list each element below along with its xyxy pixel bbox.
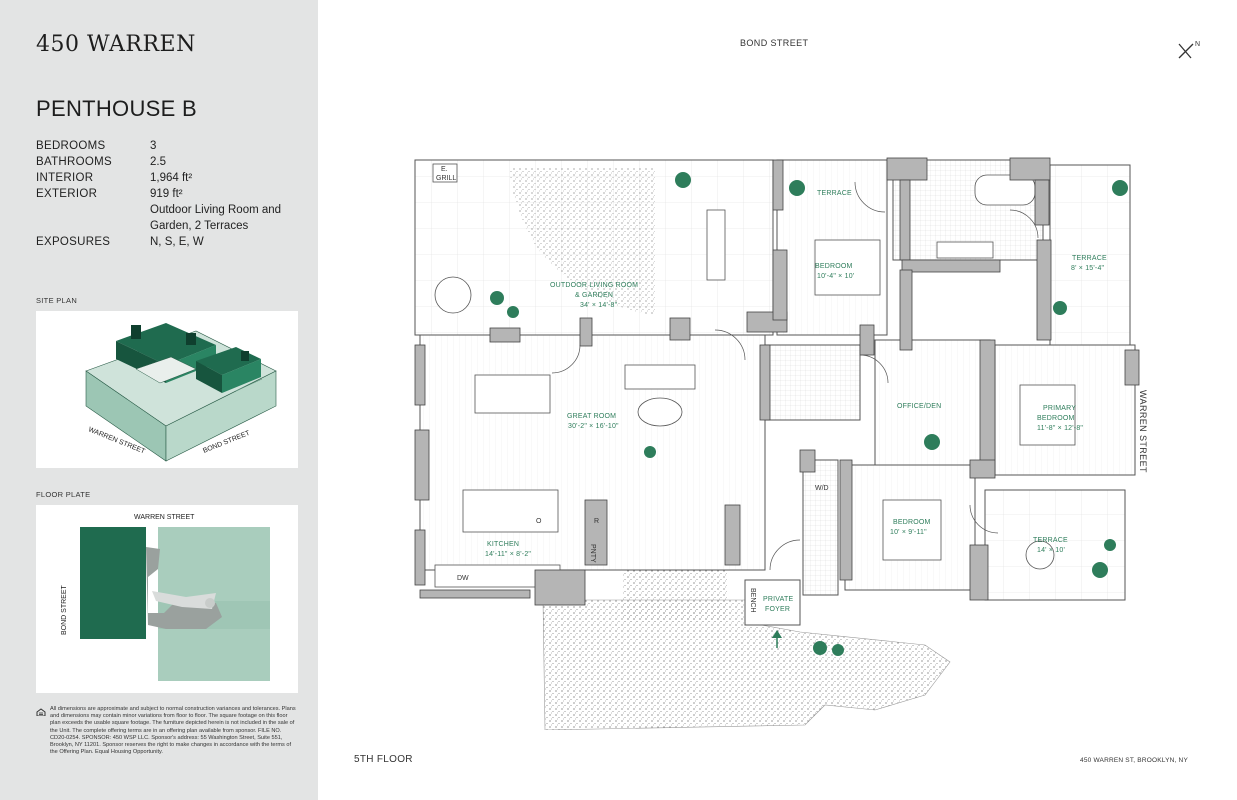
floor-plan: E. GRILL (414, 157, 1140, 730)
spec-value: 919 ft² (150, 188, 183, 200)
disclaimer-text: All dimensions are approximate and subje… (50, 706, 296, 756)
street-label-bond: BOND STREET (740, 38, 809, 48)
site-plan-illustration: WARREN STREET BOND STREET (85, 323, 277, 462)
plate-street-warren: WARREN STREET (134, 514, 195, 521)
spec-row-interior: INTERIOR 1,964 ft² (36, 170, 196, 186)
room-terrace-east-dims: 8' × 15'-4" (1071, 265, 1105, 272)
room-great-dims: 30'-2" × 16'-10" (568, 423, 619, 430)
room-great-name: GREAT ROOM (567, 413, 616, 420)
fixture-dw: DW (457, 575, 469, 582)
fixture-r: R (594, 518, 599, 525)
room-outdoor-name-1: OUTDOOR LIVING ROOM (550, 282, 638, 289)
legal-disclaimer: All dimensions are approximate and subje… (36, 706, 298, 756)
room-terrace-east-name: TERRACE (1072, 255, 1107, 262)
site-plan-label: SITE PLAN (36, 296, 78, 305)
room-outdoor-name-2: & GARDEN (575, 292, 613, 299)
spec-value: N, S, E, W (150, 236, 204, 248)
room-outdoor-dims: 34' × 14'-8" (580, 302, 618, 309)
spec-row-bedrooms: BEDROOMS 3 (36, 138, 196, 154)
spec-row-exposures: EXPOSURES N, S, E, W (36, 234, 204, 250)
spec-key: INTERIOR (36, 172, 94, 184)
room-kitchen-name: KITCHEN (487, 541, 519, 548)
room-foyer-name-1: PRIVATE (763, 596, 793, 603)
grill-label-2: GRILL (436, 175, 456, 182)
room-terrace-small-name: TERRACE (817, 190, 852, 197)
fixture-pantry: PNTY (589, 544, 596, 563)
brand-logo: 450 WARREN (36, 32, 196, 57)
room-bedroom-north-name: BEDROOM (815, 263, 853, 270)
spec-key: EXTERIOR (36, 188, 98, 200)
room-bedroom-south-name: BEDROOM (893, 519, 931, 526)
spec-key: BEDROOMS (36, 140, 106, 152)
site-plan-map: WARREN STREET BOND STREET (36, 311, 298, 468)
room-office-name: OFFICE/DEN (897, 403, 941, 410)
spec-key: EXPOSURES (36, 236, 111, 248)
plate-street-bond: BOND STREET (61, 584, 68, 635)
fixture-oven: O (536, 518, 542, 525)
spec-row-exterior: EXTERIOR 919 ft² (36, 186, 196, 202)
fixture-wd: W/D (815, 485, 829, 492)
spec-value: 2.5 (150, 156, 166, 168)
floor-plate-map: WARREN STREET BOND STREET (36, 505, 298, 693)
spec-row-bathrooms: BATHROOMS 2.5 (36, 154, 196, 170)
address-label: 450 WARREN ST, BROOKLYN, NY (1080, 757, 1188, 764)
spec-value: 3 (150, 140, 157, 152)
room-bedroom-north-dims: 10'-4" × 10' (817, 273, 854, 280)
spec-key: BATHROOMS (36, 156, 112, 168)
room-primary-name-2: BEDROOM (1037, 415, 1075, 422)
unit-title: PENTHOUSE B (36, 96, 197, 121)
room-kitchen-dims: 14'-11" × 8'-2" (485, 551, 531, 558)
svg-text:N: N (1195, 41, 1200, 48)
fixture-bench: BENCH (749, 588, 756, 613)
spec-list: BEDROOMS 3 BATHROOMS 2.5 INTERIOR 1,964 … (36, 138, 281, 250)
room-terrace-se-name: TERRACE (1033, 537, 1068, 544)
info-sidebar: 450 WARREN PENTHOUSE B BEDROOMS 3 BATHRO… (0, 0, 318, 800)
exterior-note: Outdoor Living Room and Garden, 2 Terrac… (150, 204, 282, 232)
room-bedroom-south-dims: 10' × 9'-11" (890, 529, 927, 536)
north-arrow-icon: N (1178, 41, 1200, 59)
equal-housing-icon (36, 708, 46, 716)
room-primary-name-1: PRIMARY (1043, 405, 1076, 412)
grill-label-1: E. (441, 166, 448, 173)
floor-plate-illustration: WARREN STREET BOND STREET (61, 514, 270, 681)
room-terrace-se-dims: 14' × 10' (1037, 547, 1065, 554)
room-foyer-name-2: FOYER (765, 606, 790, 613)
entry-arrow-icon (772, 630, 782, 648)
spec-value: 1,964 ft² (150, 172, 193, 184)
floor-plate-label: FLOOR PLATE (36, 490, 91, 499)
room-primary-dims: 11'-8" × 12'-8" (1037, 425, 1083, 432)
floor-label: 5TH FLOOR (354, 754, 413, 765)
